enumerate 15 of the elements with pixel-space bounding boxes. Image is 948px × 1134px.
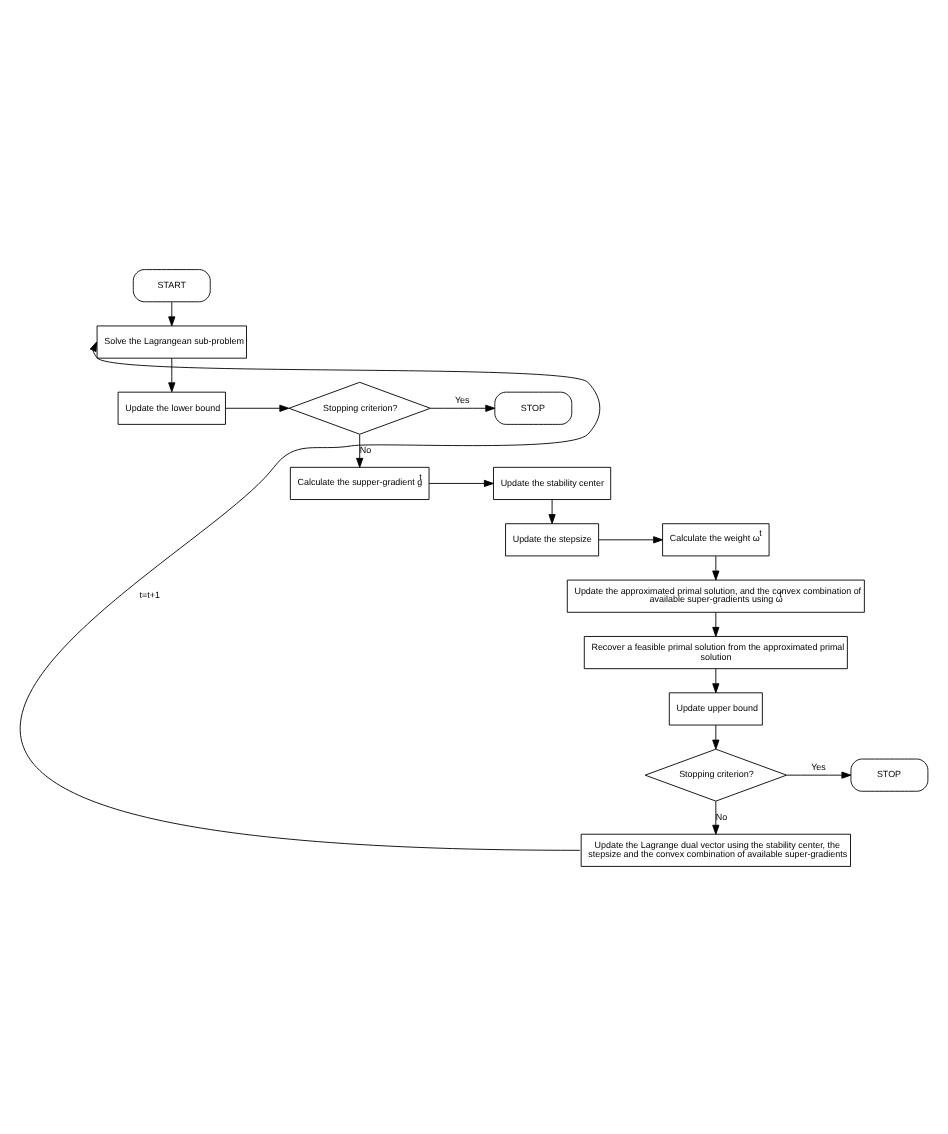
arrow [548,498,556,523]
arrow [712,723,720,749]
arrow [168,300,176,326]
arrow [356,432,364,467]
arrow [20,340,601,850]
arrow [168,356,176,392]
arrow [598,535,663,543]
arrow [225,403,290,411]
arrow [712,799,720,834]
arrow [786,770,852,778]
arrow [712,667,720,693]
arrow [428,478,494,486]
arrow [712,611,720,636]
arrow [712,554,720,580]
arrow [430,403,496,411]
